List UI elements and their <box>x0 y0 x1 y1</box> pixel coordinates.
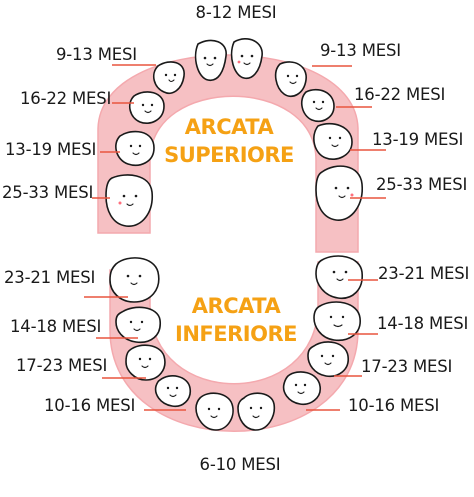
upper-title-line2: SUPERIORE <box>164 143 294 167</box>
label-upper-left-2: 16-22 MESI <box>20 89 111 108</box>
label-lower-right-4: 10-16 MESI <box>348 396 439 415</box>
upper-title-line1: ARCATA <box>185 115 275 139</box>
tooth-lower-left-2 <box>115 306 161 344</box>
tooth-upper-central-right <box>230 38 263 80</box>
label-lower-left-3: 17-23 MESI <box>16 356 107 375</box>
tooth-upper-left-3 <box>115 130 155 166</box>
label-lower-left-1: 23-21 MESI <box>4 268 95 287</box>
label-upper-right-4: 25-33 MESI <box>376 175 467 194</box>
label-upper-central: 8-12 MESI <box>196 3 277 22</box>
tooth-upper-right-2 <box>300 88 335 122</box>
tooth-lower-central-right <box>237 392 276 431</box>
label-upper-right-3: 13-19 MESI <box>372 130 463 149</box>
label-lower-right-1: 23-21 MESI <box>378 264 469 283</box>
label-upper-right-1: 9-13 MESI <box>320 41 401 60</box>
label-lower-right-2: 14-18 MESI <box>377 314 468 333</box>
tooth-lower-central-left <box>195 392 234 431</box>
tooth-upper-right-3 <box>313 122 353 160</box>
lower-title-line2: INFERIORE <box>175 322 297 346</box>
tooth-upper-left-2 <box>128 91 165 124</box>
tooth-lower-left-4 <box>154 375 192 408</box>
tooth-lower-right-1 <box>315 255 363 299</box>
label-lower-right-3: 17-23 MESI <box>361 357 452 376</box>
label-lower-left-4: 10-16 MESI <box>44 396 135 415</box>
label-upper-right-2: 16-22 MESI <box>354 85 445 104</box>
tooth-lower-right-2 <box>313 301 361 342</box>
tooth-upper-right-1 <box>274 61 307 98</box>
tooth-upper-left-1 <box>152 61 185 94</box>
tooth-upper-right-4 <box>315 165 363 221</box>
label-lower-central: 6-10 MESI <box>200 455 281 474</box>
tooth-lower-left-3 <box>125 344 166 381</box>
tooth-upper-left-4 <box>105 174 153 227</box>
label-lower-left-2: 14-18 MESI <box>10 317 101 336</box>
label-upper-left-4: 25-33 MESI <box>2 183 93 202</box>
label-upper-left-3: 13-19 MESI <box>5 140 96 159</box>
label-upper-left-1: 9-13 MESI <box>56 45 137 64</box>
tooth-lower-left-1 <box>109 257 160 303</box>
tooth-lower-right-4 <box>282 371 321 406</box>
lower-title-line1: ARCATA <box>192 294 282 318</box>
tooth-lower-right-3 <box>307 341 349 378</box>
tooth-upper-central-left <box>194 39 227 81</box>
